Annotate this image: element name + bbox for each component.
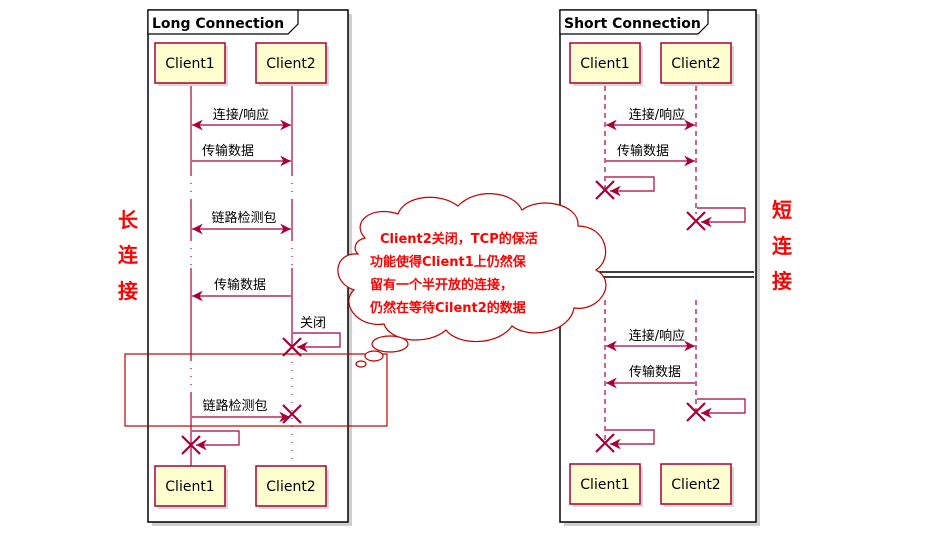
long-msg-transfer-back: 传输数据 — [192, 277, 291, 302]
long-msg-close: 关闭 — [282, 316, 341, 357]
long-connection-title: Long Connection — [152, 16, 284, 32]
long-participant-client1-bottom: Client1 — [154, 465, 228, 509]
short-msg-transfer-label: 传输数据 — [617, 143, 669, 159]
long-participant-client1-top: Client1 — [154, 42, 228, 86]
long-msg-probe-after-close: 链路检测包 — [192, 398, 302, 424]
short-participant-client1-top: Client1 — [569, 42, 643, 86]
callout-bubble-small — [355, 360, 367, 368]
short-msg-transfer: 传输数据 — [606, 143, 695, 167]
short-connection-frame: Short Connection — [559, 9, 760, 526]
callout-cloud: Client2关闭，TCP的保活 功能使得Client1上仍然保 留有一个半开放… — [337, 193, 607, 368]
short-msg-connect-label: 连接/响应 — [629, 107, 685, 123]
callout-line-1: Client2关闭，TCP的保活 — [380, 231, 538, 247]
long-msg-probe-after-close-label: 链路检测包 — [202, 398, 267, 414]
short-client1-label: Client1 — [580, 56, 629, 72]
long-msg-transfer-label: 传输数据 — [202, 143, 254, 159]
short-client2-label-bottom: Client2 — [671, 477, 720, 493]
short-participant-client2-bottom: Client2 — [660, 463, 734, 507]
long-msg-close-label: 关闭 — [300, 316, 326, 331]
long-lifelines — [190, 86, 293, 466]
callout-bubble-large — [371, 335, 409, 353]
half-open-highlight-box — [124, 353, 388, 427]
long-client1-self-close — [181, 430, 240, 455]
callout-bubble-medium — [364, 350, 384, 362]
short-msg-connect-2-label: 连接/响应 — [629, 328, 685, 344]
long-client2-label: Client2 — [266, 56, 315, 72]
short-participant-client1-bottom: Client1 — [569, 463, 643, 507]
callout-line-3: 留有一个半开放的连接， — [370, 277, 513, 293]
short-connection-side-label: 短 连 接 — [772, 198, 793, 293]
long-connection-side-label: 长 连 接 — [118, 208, 139, 303]
short-label-char-3: 接 — [772, 269, 792, 293]
short-label-char-1: 短 — [772, 198, 792, 222]
short-msg-transfer-back-label: 传输数据 — [629, 364, 681, 380]
long-label-char-1: 长 — [118, 208, 139, 232]
short-client1-close-1 — [595, 176, 655, 200]
long-client2-label-bottom: Client2 — [266, 479, 315, 495]
long-msg-transfer: 传输数据 — [192, 143, 291, 167]
long-client1-label-bottom: Client1 — [165, 479, 214, 495]
short-client2-close-2 — [686, 398, 746, 422]
callout-line-2: 功能使得Client1上仍然保 — [370, 254, 527, 270]
short-connection-title: Short Connection — [564, 16, 701, 32]
long-msg-connect-label: 连接/响应 — [213, 107, 269, 123]
long-client1-label: Client1 — [165, 56, 214, 72]
long-msg-connect: 连接/响应 — [192, 107, 291, 131]
long-label-char-3: 接 — [118, 279, 138, 303]
long-label-char-2: 连 — [118, 243, 139, 267]
long-msg-probe: 链路检测包 — [192, 210, 291, 235]
short-client1-close-2 — [595, 429, 655, 453]
short-label-char-2: 连 — [772, 234, 793, 258]
long-participant-client2-top: Client2 — [255, 42, 329, 86]
short-participant-client2-top: Client2 — [660, 42, 734, 86]
short-client1-label-bottom: Client1 — [580, 477, 629, 493]
short-msg-transfer-back: 传输数据 — [606, 364, 695, 389]
short-msg-connect: 连接/响应 — [606, 107, 695, 131]
short-msg-connect-2: 连接/响应 — [606, 328, 695, 352]
long-msg-transfer-back-label: 传输数据 — [214, 277, 266, 293]
short-client2-label: Client2 — [671, 56, 720, 72]
long-participant-client2-bottom: Client2 — [255, 465, 329, 509]
short-client2-close-1 — [686, 207, 746, 231]
short-lifelines — [604, 86, 697, 442]
long-msg-probe-label: 链路检测包 — [211, 210, 276, 226]
long-connection-frame: Long Connection — [147, 9, 352, 526]
callout-line-4: 仍然在等待Cilent2的数据 — [369, 300, 526, 316]
